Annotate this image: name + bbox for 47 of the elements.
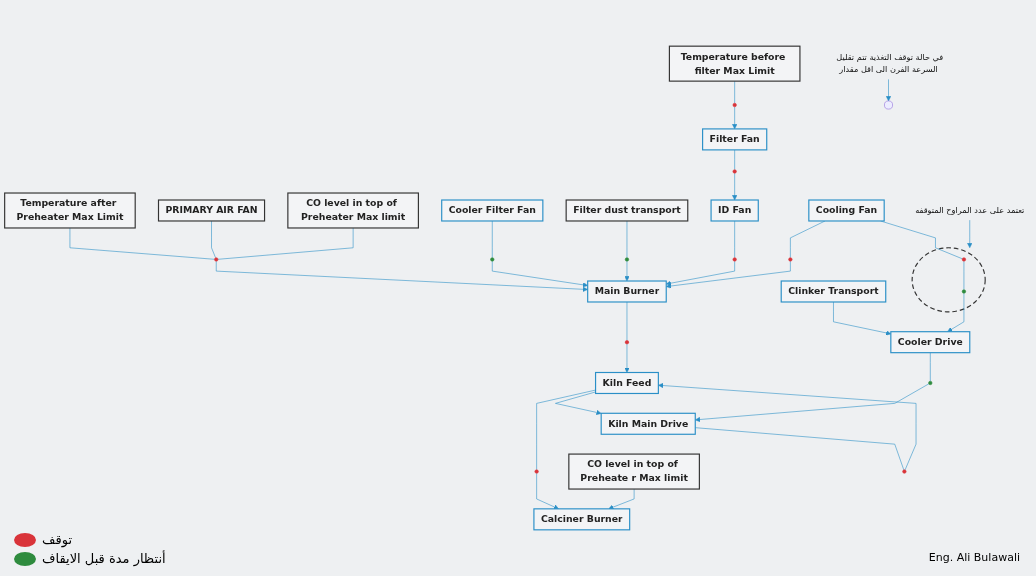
node-circle	[624, 340, 629, 345]
node-circle	[788, 257, 793, 262]
legend-text: توقف	[42, 532, 72, 547]
node-box: Cooling Fan	[808, 199, 885, 222]
legend-text: أنتظار مدة قبل الايقاف	[42, 551, 166, 566]
node-box: Calciner Burner	[533, 508, 631, 531]
connector	[69, 227, 215, 260]
node-box: CO level in top of Preheater Max limit	[287, 192, 419, 229]
node-box: Cooler Filter Fan	[441, 199, 544, 222]
node-box: Main Burner	[587, 280, 667, 303]
node-text: تعتمد على عدد المراوح المتوقفه	[915, 205, 1025, 215]
node-box: ID Fan	[710, 199, 759, 222]
node-box: Clinker Transport	[780, 280, 887, 303]
connector	[734, 149, 735, 170]
connector	[626, 301, 628, 341]
node-box: Cooler Drive	[890, 331, 971, 354]
node-box: PRIMARY AIR FAN	[157, 199, 266, 222]
node-box: CO level in top of Preheate r Max limit	[568, 453, 700, 490]
connector	[963, 260, 965, 291]
node-circle	[490, 257, 495, 262]
node-text: في حالة توقف التغذية تتم تقليل السرعة الفرن الى اقل مقدار	[836, 52, 944, 75]
connector	[790, 220, 826, 258]
node-circle	[961, 289, 966, 294]
node-box: Filter dust transport	[565, 199, 689, 222]
node-circle	[732, 169, 737, 174]
node-box: Temperature before filter Max Limit	[668, 45, 801, 82]
node-circle	[732, 103, 737, 108]
node-circle	[902, 469, 907, 474]
connector	[626, 220, 628, 258]
connector	[880, 220, 963, 260]
connector	[734, 220, 735, 258]
node-circle	[961, 257, 966, 262]
node-circle	[928, 380, 933, 386]
connector	[217, 227, 354, 260]
node-box: Kiln Feed	[594, 371, 659, 395]
node-circle	[732, 257, 737, 262]
node-circle	[534, 469, 539, 474]
connector	[211, 220, 216, 259]
node-box: Filter Fan	[702, 128, 768, 151]
node-box: Temperature after Preheater Max Limit	[4, 192, 136, 229]
author-credit: Eng. Ali Bulawali	[928, 551, 1020, 564]
connector	[930, 352, 931, 382]
node-box: Kiln Main Drive	[600, 412, 696, 435]
node-circle	[624, 257, 629, 262]
connector	[492, 220, 493, 258]
connector	[536, 389, 596, 471]
node-circle	[214, 257, 219, 262]
